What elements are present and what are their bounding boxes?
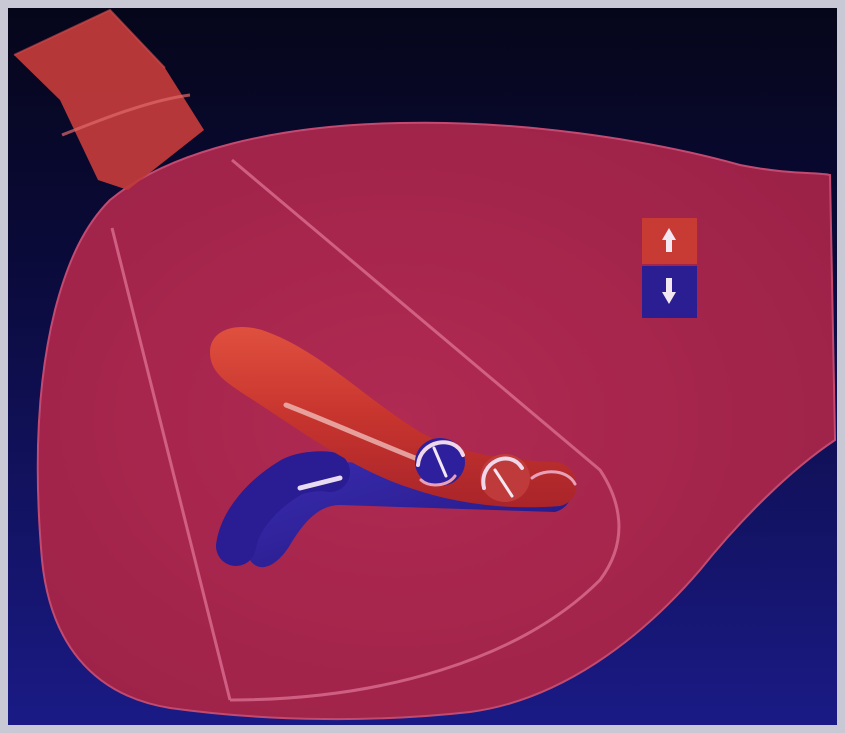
color-legend [642, 218, 697, 318]
vessel-cross-section-1 [415, 438, 465, 486]
